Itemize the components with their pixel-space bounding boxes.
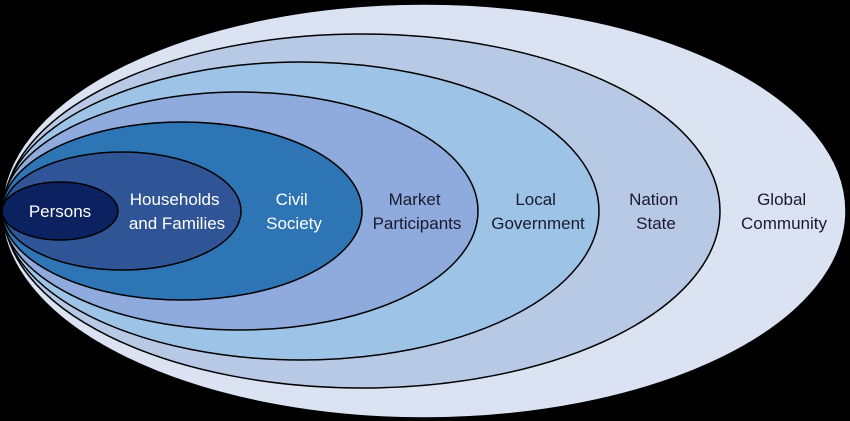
- civil-society-label: Civil Society: [266, 190, 322, 233]
- civil-society-label-line-1: Civil: [276, 190, 308, 209]
- local-government-label-line-2: Government: [491, 214, 585, 233]
- layer-persons: Persons: [1, 181, 119, 241]
- persons-ellipse: [1, 181, 119, 241]
- nation-state-label-line-1: Nation: [629, 190, 678, 209]
- global-community-label: Global Community: [741, 190, 827, 233]
- households-and-families-label-line-2: and Families: [129, 214, 225, 233]
- persons-label: Persons: [29, 202, 91, 221]
- civil-society-label-line-2: Society: [266, 214, 322, 233]
- global-community-label-line-2: Community: [741, 214, 827, 233]
- households-and-families-label: Households and Families: [129, 190, 225, 233]
- persons-label-line-1: Persons: [29, 202, 91, 221]
- nation-state-label: Nation State: [629, 190, 683, 233]
- market-participants-label-line-2: Participants: [373, 214, 462, 233]
- global-community-label-line-1: Global: [757, 190, 806, 209]
- nation-state-label-line-2: State: [636, 214, 676, 233]
- market-participants-label: Market Participants: [373, 190, 462, 233]
- local-government-label-line-1: Local: [515, 190, 556, 209]
- market-participants-label-line-1: Market: [389, 190, 441, 209]
- households-and-families-label-line-1: Households: [130, 190, 220, 209]
- local-government-label: Local Government: [491, 190, 585, 233]
